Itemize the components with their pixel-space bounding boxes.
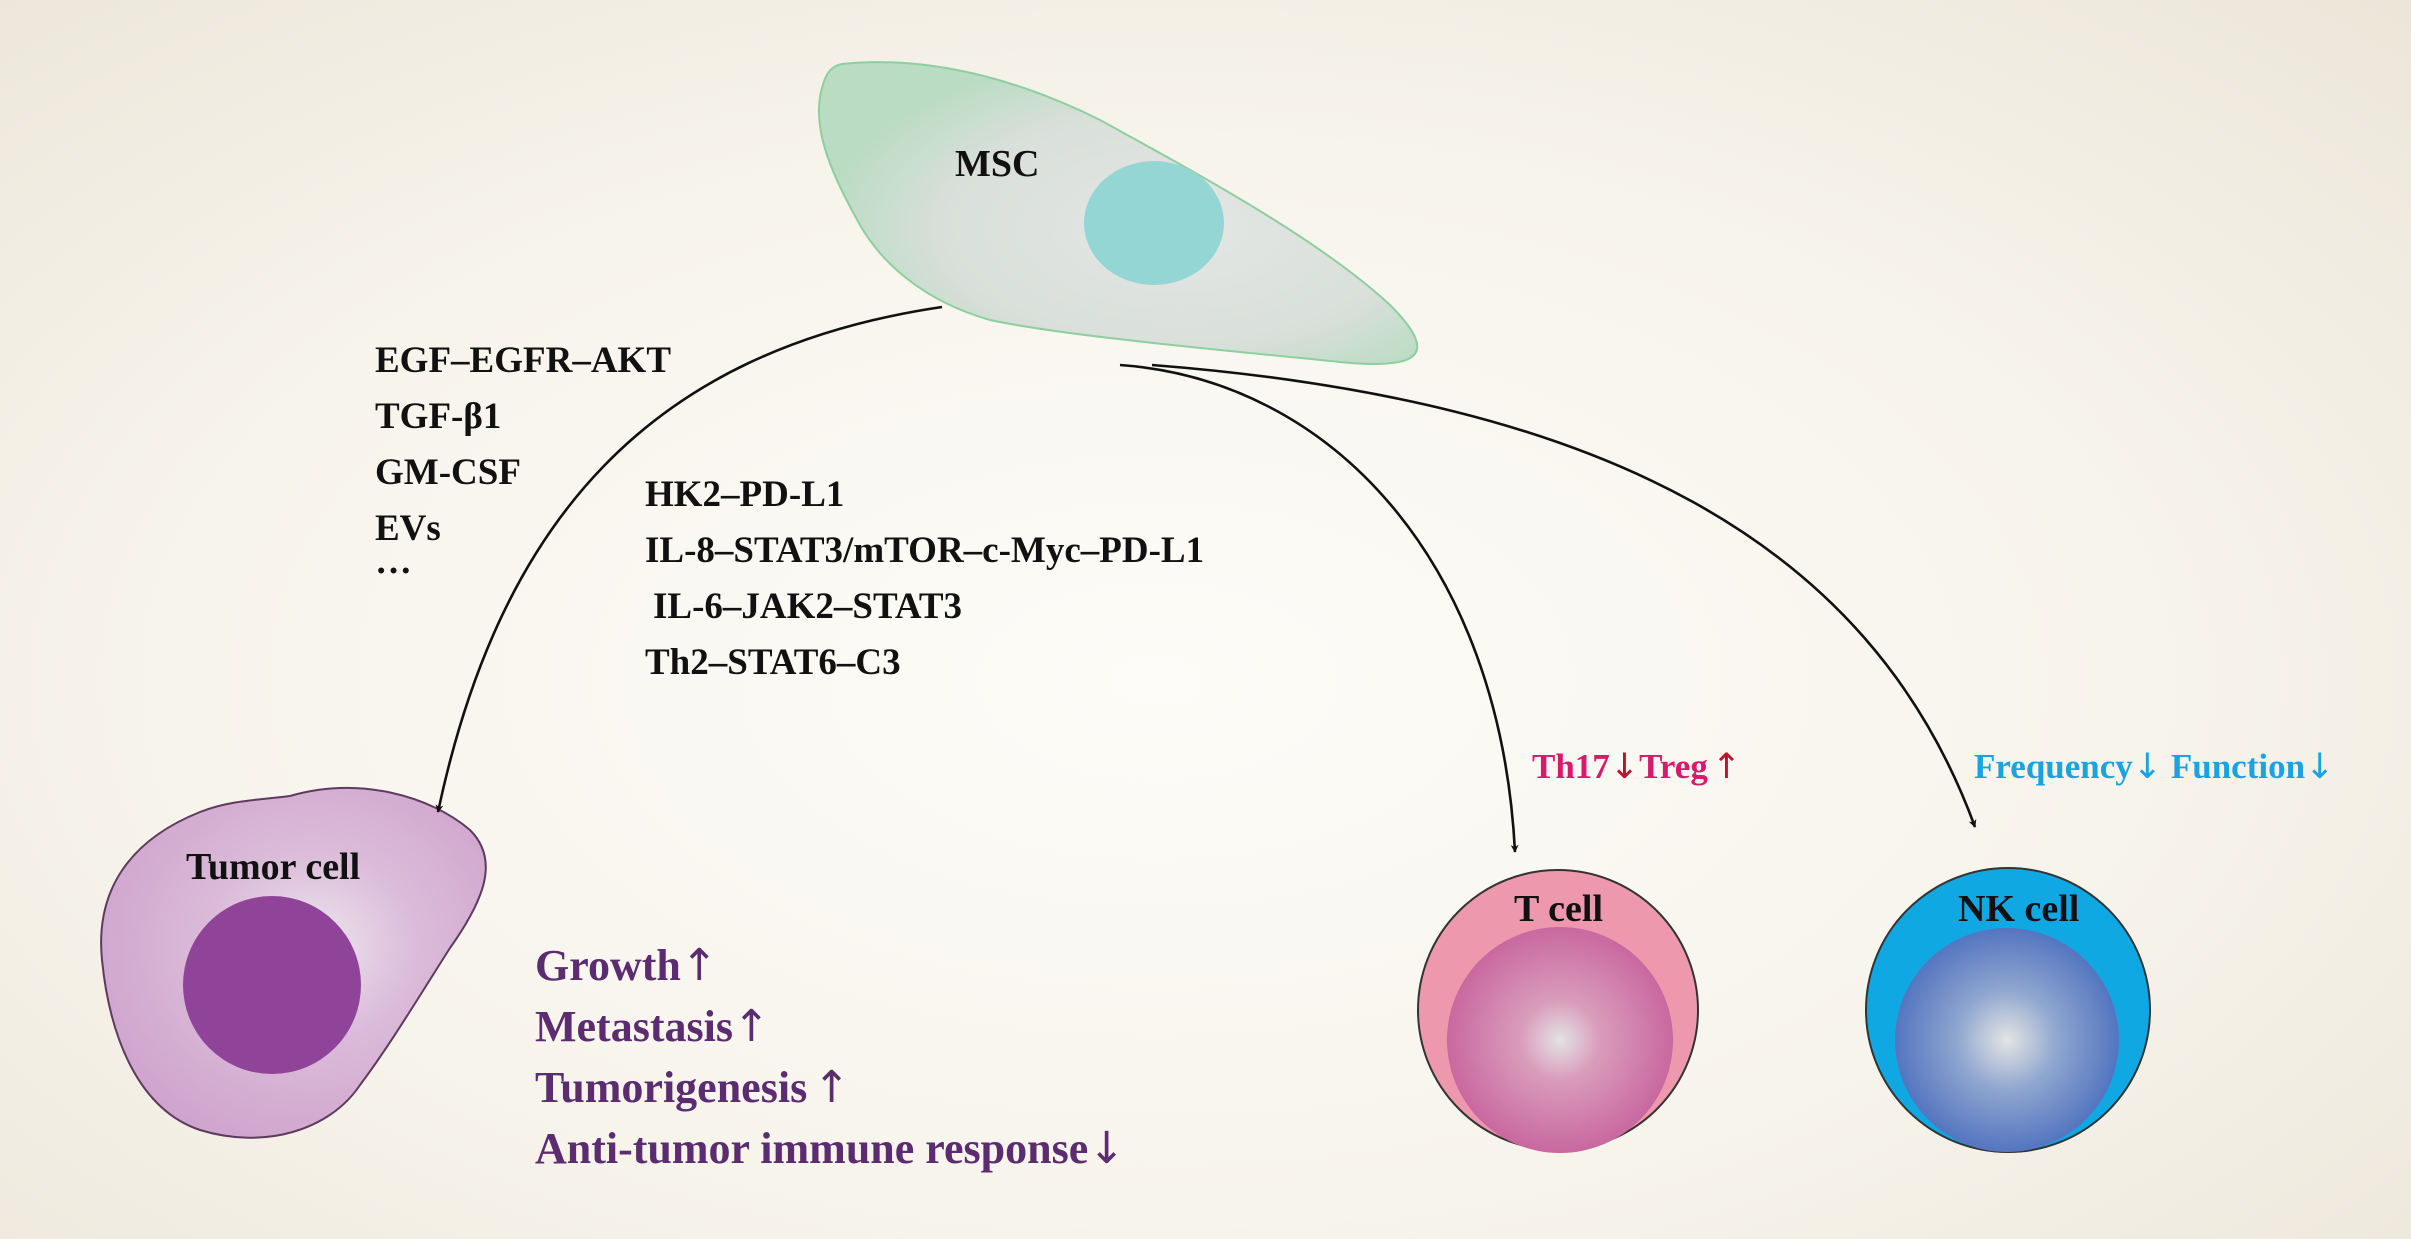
t-cell-label: T cell <box>1514 888 1604 930</box>
immune-pathway-item: Th2–STAT6–C3 <box>645 642 901 683</box>
outcome-item: Tumorigenesis↑ <box>535 1062 851 1113</box>
up-arrow-icon: ↑ <box>732 1001 770 1052</box>
tumor-pathway-item: EVs <box>375 508 441 549</box>
arrow-msc-to-tumor <box>435 305 943 813</box>
nk-cell-effect: Frequency↓ Function↓ <box>1974 749 2334 785</box>
tumor-nucleus <box>183 896 361 1074</box>
tumor-pathway-ellipsis: ··· <box>375 551 413 592</box>
treg-label: Treg <box>1639 747 1708 786</box>
function-label: Function <box>2170 747 2306 786</box>
t-cell-nucleus <box>1447 927 1673 1153</box>
msc-nucleus <box>1084 161 1224 285</box>
outcome-item: Growth↑ <box>535 940 718 991</box>
th17-label: Th17 <box>1532 747 1610 786</box>
outcome-item: Metastasis↑ <box>535 1001 770 1052</box>
tumor-pathway-list: EGF–EGFR–AKT TGF-β1 GM-CSF EVs ··· <box>375 333 672 592</box>
tumor-pathway-item: EGF–EGFR–AKT <box>375 340 672 381</box>
nk-cell-label: NK cell <box>1958 888 2080 930</box>
immune-pathway-item: HK2–PD-L1 <box>645 474 845 515</box>
immune-pathway-item: IL-6–JAK2–STAT3 <box>653 586 963 627</box>
tumor-pathway-item: TGF-β1 <box>375 396 502 437</box>
immune-pathway-list: HK2–PD-L1 IL-8–STAT3/mTOR–c-Myc–PD-L1 IL… <box>645 467 1204 691</box>
t-cell-effect: Th17↓Treg↑ <box>1532 749 1741 785</box>
tumor-pathway-item: GM-CSF <box>375 452 521 493</box>
outcome-item: Anti-tumor immune response↓ <box>535 1123 1126 1174</box>
tumor-cell-label: Tumor cell <box>186 846 361 888</box>
arrow-msc-to-t-cell <box>1119 363 1519 853</box>
arrow-msc-to-nk-cell <box>1151 363 1977 828</box>
down-arrow-icon: ↓ <box>1088 1123 1126 1174</box>
msc-label: MSC <box>955 143 1040 185</box>
up-arrow-icon: ↑ <box>813 1062 851 1113</box>
up-arrow-icon: ↑ <box>680 940 718 991</box>
tumor-outcome-list: Growth↑ Metastasis↑ Tumorigenesis↑ Anti-… <box>535 935 1125 1179</box>
function-down-arrow: ↓ <box>2305 747 2335 787</box>
nk-cell-nucleus <box>1895 928 2119 1152</box>
treg-up-arrow: ↑ <box>1711 747 1742 787</box>
frequency-label: Frequency <box>1974 747 2133 786</box>
th17-down-arrow: ↓ <box>1609 747 1640 787</box>
frequency-down-arrow: ↓ <box>2132 747 2163 787</box>
immune-pathway-item: IL-8–STAT3/mTOR–c-Myc–PD-L1 <box>645 530 1205 571</box>
